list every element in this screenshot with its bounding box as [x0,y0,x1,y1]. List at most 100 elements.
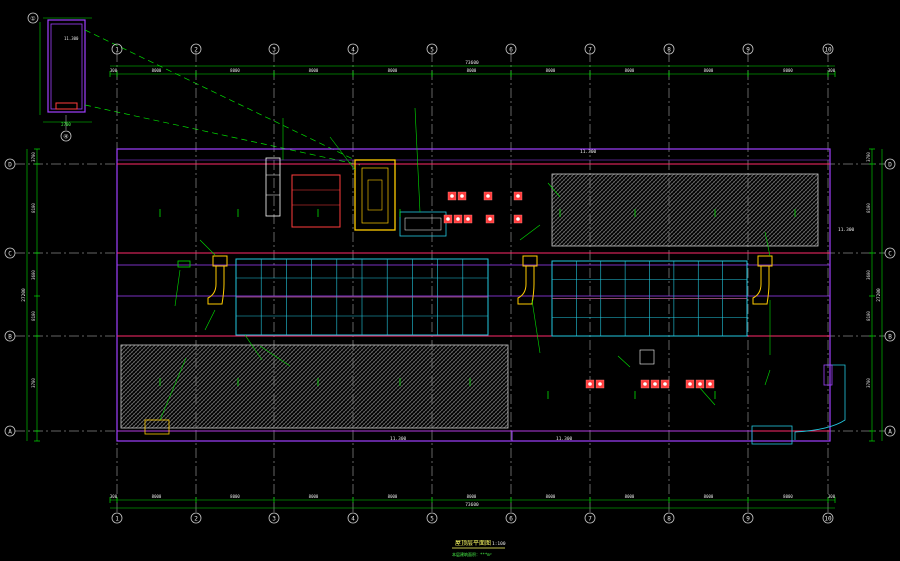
axis-label: 6 [509,47,513,54]
axis-bubble [347,43,359,55]
pipe-core [698,382,702,386]
dimension-text: 8000 [467,68,477,73]
pipe-core [516,217,520,221]
pipe-core [688,382,692,386]
axis-label: 2 [194,47,198,54]
dimension-text: 8000 [546,68,556,73]
axis-bubble [884,247,896,259]
floor-area-note: 本层建筑面积：***m² [452,551,492,557]
dimension-text: 300 [110,494,118,499]
pipe-core [486,194,490,198]
level-label: 11.300 [838,227,855,233]
axis-bubble [505,43,517,55]
axis-bubble [4,425,16,437]
drain-pipe [207,266,225,305]
pipe-core [643,382,647,386]
pipe-core [488,217,492,221]
axis-bubble [584,512,596,524]
axis-label: 9 [746,516,750,523]
annotation-leader [764,231,771,257]
dimension-text: 3700 [31,152,36,162]
annotation-leader [414,107,421,213]
axis-label: 9 [746,47,750,54]
axis-label: C [888,251,892,258]
hatched-roof-area-northeast [551,173,819,247]
axis-label: B [888,334,892,341]
axis-bubble [884,330,896,342]
axis-bubble [4,330,16,342]
axis-bubble [584,43,596,55]
axis-bubble [4,247,16,259]
annotation-leader [244,334,263,361]
dimension-chains: 300 8000 8000 8000 8000 8000 8000 8000 8000 8000 3… [21,60,883,509]
dimension-text: 8000 [388,494,398,499]
dimension-text: 8100 [866,203,871,213]
axis-label: 10 [824,47,832,54]
annotation-leader [159,357,187,421]
axis-bubble [111,43,123,55]
dimension-text: 8000 [467,494,477,499]
dimension-text: 8100 [31,203,36,213]
dimension-text: 8000 [309,68,319,73]
dimension-text: 8000 [152,68,162,73]
dimension-text: 3600 [31,270,36,280]
dimension-text: 300 [828,68,836,73]
dimension-text: 8000 [625,494,635,499]
dimension-text: 8000 [783,68,793,73]
dimension-text: 300 [110,68,118,73]
pipe-core [708,382,712,386]
axis-bubble [190,512,202,524]
detail-axis-label: ④ [63,134,68,141]
annotation-leaders [159,107,796,421]
dimension-text: 8000 [152,494,162,499]
axis-bubble [4,158,16,170]
axis-bubble [347,512,359,524]
annotation-leader [199,239,216,256]
axis-label: D [8,162,12,169]
equipment-box [144,419,170,435]
axis-label: 3 [272,47,276,54]
pipe-core [450,194,454,198]
curved-canopy-outline [794,364,846,440]
dimension-text: 8000 [783,494,793,499]
axis-label: D [888,162,892,169]
axis-bubble [268,512,280,524]
stair-core [265,157,447,237]
axis-label: 7 [588,516,592,523]
pipe-core [653,382,657,386]
annotation-leader [547,182,561,198]
axis-bubble [268,43,280,55]
dimension-text: 8000 [546,494,556,499]
level-label: 11.300 [580,149,597,155]
annotation-leader [519,224,541,241]
roof-drain-outlet [522,255,538,267]
axis-label: 3 [272,516,276,523]
drawing-scale: 1:100 [492,541,506,547]
detail-axis-bubble [27,12,39,24]
dimension-text: 8000 [230,494,240,499]
axis-label: 5 [430,47,434,54]
dimension-text: 3700 [31,378,36,388]
grid-axis-lines [15,52,885,512]
level-label: 11.300 [390,436,407,442]
dimension-text: 8000 [230,68,240,73]
annotation-leader [531,299,541,354]
axis-bubble [190,43,202,55]
axis-bubble [822,512,834,524]
axis-label: 4 [351,516,355,523]
skylight-panel-grids [235,258,748,337]
axis-bubble [822,43,834,55]
dimension-text: 8000 [625,68,635,73]
dimension-total: 27200 [876,288,882,302]
axis-label: 8 [667,516,671,523]
dimension-total: 73600 [465,60,479,66]
dimension-text: 8000 [309,494,319,499]
axis-label: 1 [115,47,119,54]
axis-bubble [111,512,123,524]
pipe-core [466,217,470,221]
axis-bubble [426,512,438,524]
annotation-leader [259,345,291,367]
